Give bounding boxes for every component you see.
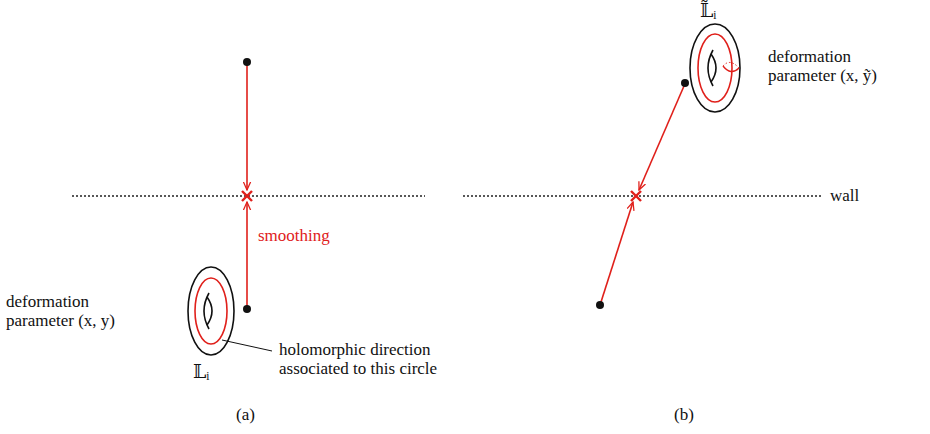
torus (690, 24, 740, 112)
arrow (601, 202, 633, 302)
wall-line (463, 195, 823, 196)
wall-label: wall (830, 186, 859, 205)
smoothing-label: smoothing (258, 226, 330, 245)
panel-label: (a) (236, 405, 255, 424)
parameter-label: deformation parameter (x, y) (6, 292, 134, 330)
arrow (639, 86, 684, 190)
dot (681, 79, 689, 87)
leader-line (222, 340, 272, 351)
dot (596, 301, 604, 309)
arrow (246, 64, 248, 190)
parameter-label: deformation parameter (x, ỹ) (768, 47, 898, 85)
arrow (246, 202, 248, 307)
manifold-label: 𝕃ᵢ (193, 362, 209, 381)
direction-note: holomorphic direction associated to this… (279, 340, 474, 378)
dot (243, 58, 251, 66)
dot (243, 305, 251, 313)
manifold-label: 𝕃̃ᵢ (700, 1, 716, 20)
cross-mark (631, 191, 641, 201)
torus (188, 267, 234, 355)
panel-label: (b) (674, 405, 694, 424)
cross-mark (242, 191, 252, 201)
